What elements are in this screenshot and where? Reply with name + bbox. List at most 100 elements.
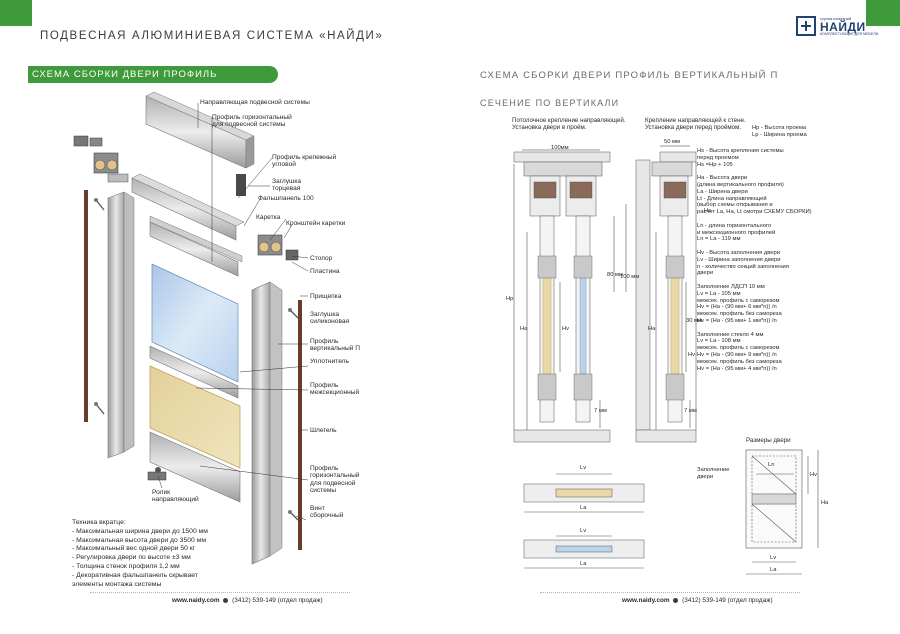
door-sizes-Ha: Ha bbox=[821, 500, 829, 506]
dim-7-left: 7 мм bbox=[594, 408, 607, 414]
dim-La: La bbox=[580, 505, 587, 511]
label-seal: Уплотнитель bbox=[310, 358, 349, 365]
assembly-screw-bottom-right bbox=[288, 510, 299, 521]
false-panel bbox=[131, 173, 245, 241]
dim-100-vertical: 100 мм bbox=[620, 274, 640, 280]
footer-left: www.naidy.com (3412) 539-149 (отдел прод… bbox=[172, 597, 323, 604]
header-accent-left bbox=[0, 0, 32, 26]
right-section-title: СХЕМА СБОРКИ ДВЕРИ ПРОФИЛЬ ВЕРТИКАЛЬНЫЙ … bbox=[480, 70, 779, 81]
footer-divider-right bbox=[540, 592, 800, 593]
mid-section-profile bbox=[149, 345, 239, 399]
right-section-subtitle: СЕЧЕНИЕ ПО ВЕРТИКАЛИ bbox=[480, 98, 620, 108]
header-accent-right bbox=[866, 0, 900, 26]
door-sizes-title: Размеры двери bbox=[746, 437, 791, 444]
label-mid-section-profile: Профиль межсекционный bbox=[310, 382, 360, 397]
dim-Ha-right: Ha bbox=[648, 326, 656, 332]
label-silicone-cap: Заглушка силиконовая bbox=[310, 311, 350, 326]
carriage-left bbox=[73, 135, 129, 183]
end-cap bbox=[236, 174, 246, 196]
bottom-horizontal-profile bbox=[149, 431, 241, 503]
horizontal-sections bbox=[523, 473, 645, 569]
dim-80: 80 мм bbox=[607, 272, 624, 278]
logo-tag: группа компаний bbox=[820, 16, 852, 21]
legend-opening: Hp - Высота проема Lp - Ширина проема bbox=[752, 125, 807, 138]
door-sizes-Hv: Hv bbox=[810, 472, 818, 478]
corner-profile bbox=[149, 215, 243, 263]
label-horizontal-profile-bottom: Профиль горизонтальный для подвесной сис… bbox=[310, 465, 360, 495]
label-guide-rail: Направляющая подвесной системы bbox=[200, 99, 310, 106]
carriage-right bbox=[257, 234, 299, 261]
footer-site-link[interactable]: www.naidy.com bbox=[172, 597, 220, 604]
door-sizes-fill-label: Заполнение двери bbox=[697, 467, 730, 480]
dim-100: 100мм bbox=[551, 145, 569, 151]
logo-mark-icon bbox=[796, 16, 816, 36]
dim-Hv: Hv bbox=[562, 326, 570, 332]
guide-roller bbox=[147, 467, 167, 481]
label-assembly-screw: Винт сборочный bbox=[310, 505, 344, 520]
dsp-panel bbox=[149, 365, 241, 469]
tech-item: - Регулировка двери по высоте ±3 мм bbox=[72, 554, 191, 562]
label-stopper: Стопор bbox=[310, 255, 333, 262]
tech-summary-title: Техника вкратце: bbox=[72, 519, 126, 526]
door-size-diagram bbox=[745, 449, 819, 575]
top-horizontal-profile bbox=[149, 221, 239, 277]
dsp-fill-section bbox=[542, 277, 552, 375]
label-schlegel: Шлегель bbox=[310, 427, 337, 434]
glass-fill-section bbox=[579, 277, 587, 375]
label-end-cap: Заглушка торцевая bbox=[272, 178, 302, 193]
tech-item: элементы монтажа системы bbox=[72, 580, 162, 588]
label-corner-profile: Профиль крепежный угловой bbox=[272, 154, 337, 169]
door-size-mid-profile bbox=[751, 493, 797, 505]
assembly-screw-top-right bbox=[288, 308, 299, 319]
label-horizontal-profile-top: Профиль горизонтальный для подвесной сис… bbox=[212, 114, 292, 129]
phone-icon bbox=[223, 597, 229, 603]
tech-item: - Максимальная ширина двери до 1500 мм bbox=[72, 527, 208, 535]
tech-item: - Максимальный вес одной двери 50 кг bbox=[72, 545, 196, 553]
label-carriage-bracket: Кронштейн каретки bbox=[286, 220, 346, 227]
brand-logo: группа компаний НАЙДИ КОМПЛЕКТУЮЩИЕ ДЛЯ … bbox=[796, 16, 878, 38]
dim-Ha: Ha bbox=[520, 326, 528, 332]
footer-site-link[interactable]: www.naidy.com bbox=[622, 597, 670, 604]
label-clip: Прищепка bbox=[310, 293, 342, 300]
dsp-fill-section-right bbox=[670, 277, 680, 375]
leader-lines bbox=[157, 103, 309, 521]
left-section-title: СХЕМА СБОРКИ ДВЕРИ ПРОФИЛЬ ВЕРТИКАЛЬНЫЙ … bbox=[28, 66, 278, 97]
door-sizes-Lv: Lv bbox=[770, 555, 777, 561]
footer-phone: (3412) 539-149 (отдел продаж) bbox=[682, 597, 773, 604]
label-carriage: Каретка bbox=[256, 214, 281, 221]
dim-30: 30 мм bbox=[686, 318, 703, 324]
vertical-profile-left bbox=[107, 191, 135, 459]
label-vertical-profile: Профиль вертикальный П bbox=[310, 338, 360, 353]
tech-summary: Техника вкратце: - Максимальная ширина д… bbox=[72, 519, 208, 589]
tech-item: - Максимальная высота двери до 3500 мм bbox=[72, 536, 207, 544]
assembly-screw-bottom-left bbox=[94, 402, 105, 415]
logo-name: НАЙДИ bbox=[820, 20, 866, 34]
guide-rail bbox=[145, 91, 255, 169]
note-wall-mount: Крепление направляющей к стене. Установк… bbox=[645, 117, 746, 132]
phone-icon bbox=[673, 597, 679, 603]
assembly-screw-top-left bbox=[94, 198, 105, 211]
footer-right: www.naidy.com (3412) 539-149 (отдел прод… bbox=[622, 597, 773, 604]
schlegel-strip bbox=[298, 300, 302, 550]
dim-50: 50 мм bbox=[664, 139, 681, 145]
dim-7-right: 7 мм bbox=[684, 408, 697, 414]
label-plate: Пластина bbox=[310, 268, 340, 275]
footer-phone: (3412) 539-149 (отдел продаж) bbox=[232, 597, 323, 604]
door-sizes-La: La bbox=[770, 567, 777, 573]
legend-formulas: Hs - Высота крепления системы перед прое… bbox=[697, 148, 812, 372]
door-sizes-Ln: Ln bbox=[768, 462, 775, 468]
dim-Hp: Hp bbox=[506, 296, 514, 302]
logo-sub: КОМПЛЕКТУЮЩИЕ ДЛЯ МЕБЕЛИ bbox=[820, 32, 879, 36]
glass-panel bbox=[151, 263, 239, 383]
dim-Hv-right: Hv bbox=[688, 352, 696, 358]
dim-La-second: La bbox=[580, 561, 587, 567]
note-ceiling-mount: Потолочное крепление направляющей. Устан… bbox=[512, 117, 626, 132]
label-guide-roller: Ролик направляющий bbox=[152, 489, 199, 504]
page-title: ПОДВЕСНАЯ АЛЮМИНИЕВАЯ СИСТЕМА «НАЙДИ» bbox=[40, 30, 384, 42]
dim-Lv-second: Lv bbox=[580, 528, 587, 534]
label-false-panel: Фальшпанель 100 bbox=[258, 195, 314, 202]
tech-item: - Толщина стенок профиля 1,2 мм bbox=[72, 562, 180, 570]
dim-Hs: Hs bbox=[704, 208, 712, 214]
